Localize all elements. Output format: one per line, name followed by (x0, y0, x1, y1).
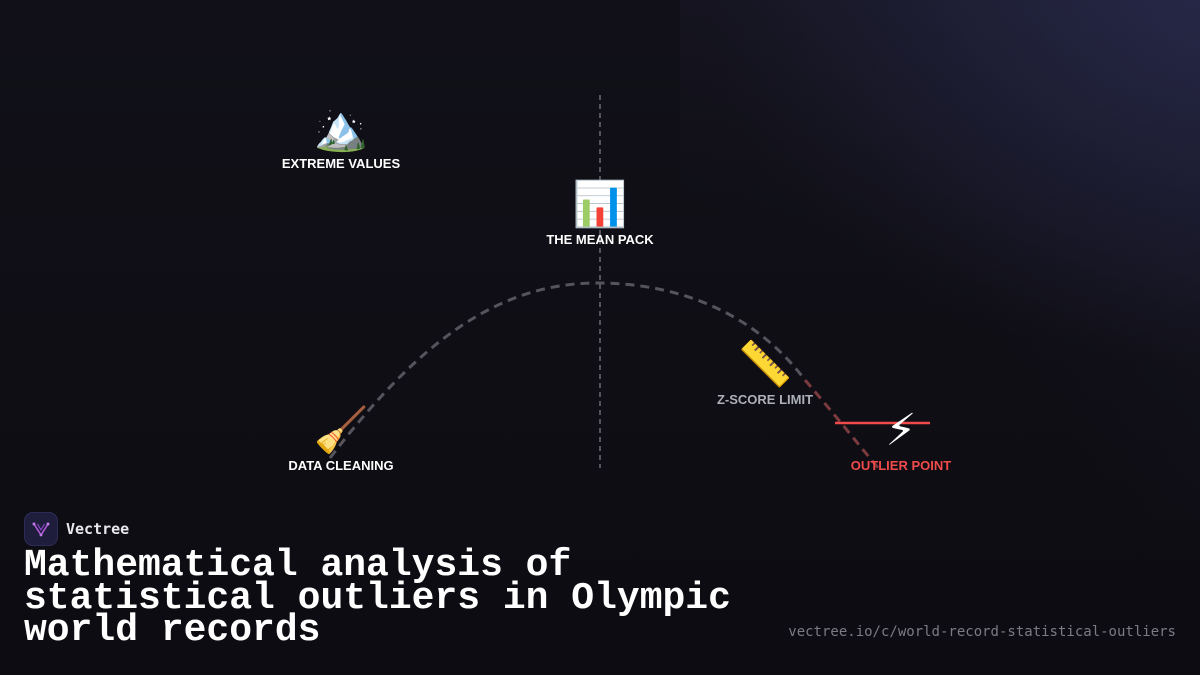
node-data-cleaning: 🧹 DATA CLEANING (288, 405, 394, 474)
broom-icon: 🧹 (313, 405, 369, 456)
node-label: THE MEAN PACK (546, 232, 654, 247)
ruler-icon: 📏 (737, 339, 793, 390)
outlier-tail-path (803, 379, 880, 469)
node-zscore-limit: 📏 Z-SCORE LIMIT (716, 339, 814, 408)
page-url: vectree.io/c/world-record-statistical-ou… (788, 624, 1176, 640)
node-label: OUTLIER POINT (850, 458, 952, 473)
lightning-icon: ⚡ (885, 405, 917, 456)
mountain-icon: 🏔️ (313, 103, 369, 154)
brand: Vectree (24, 512, 129, 546)
node-outlier-point: ⚡ OUTLIER POINT (850, 405, 952, 474)
vectree-logo-icon (24, 512, 58, 546)
node-label: DATA CLEANING (288, 458, 394, 473)
brand-name: Vectree (66, 520, 130, 538)
background-glow (680, 0, 1200, 520)
bar-chart-icon: 📊 (572, 179, 628, 230)
node-label: Z-SCORE LIMIT (716, 392, 814, 407)
node-extreme-values: 🏔️ EXTREME VALUES (281, 103, 401, 172)
node-label: EXTREME VALUES (281, 156, 401, 171)
page-title: Mathematical analysis of statistical out… (24, 544, 731, 652)
node-mean-pack: 📊 THE MEAN PACK (546, 179, 654, 248)
